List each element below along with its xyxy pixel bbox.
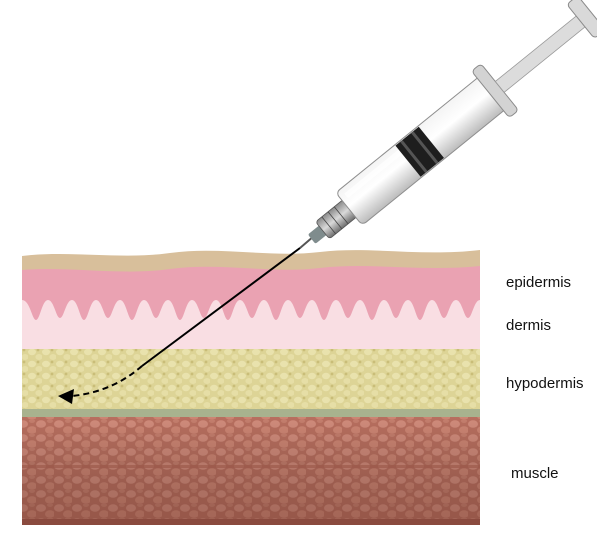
needle-deflection-dashed-line [71, 365, 143, 397]
muscle-layer [22, 417, 480, 525]
arrowhead-icon [58, 389, 74, 404]
epidermis-layer [22, 262, 480, 320]
hypodermis-label: hypodermis [506, 375, 584, 392]
skin-surface [22, 250, 480, 272]
fascia-layer [22, 408, 480, 417]
dermis-label: dermis [506, 317, 552, 334]
needle-trajectory-line [141, 247, 301, 367]
needle-path [58, 247, 301, 404]
epidermis-label: epidermis [506, 274, 572, 291]
hypodermis-layer [22, 348, 480, 409]
muscle-label: muscle [511, 465, 559, 482]
syringe-icon [299, 0, 597, 249]
